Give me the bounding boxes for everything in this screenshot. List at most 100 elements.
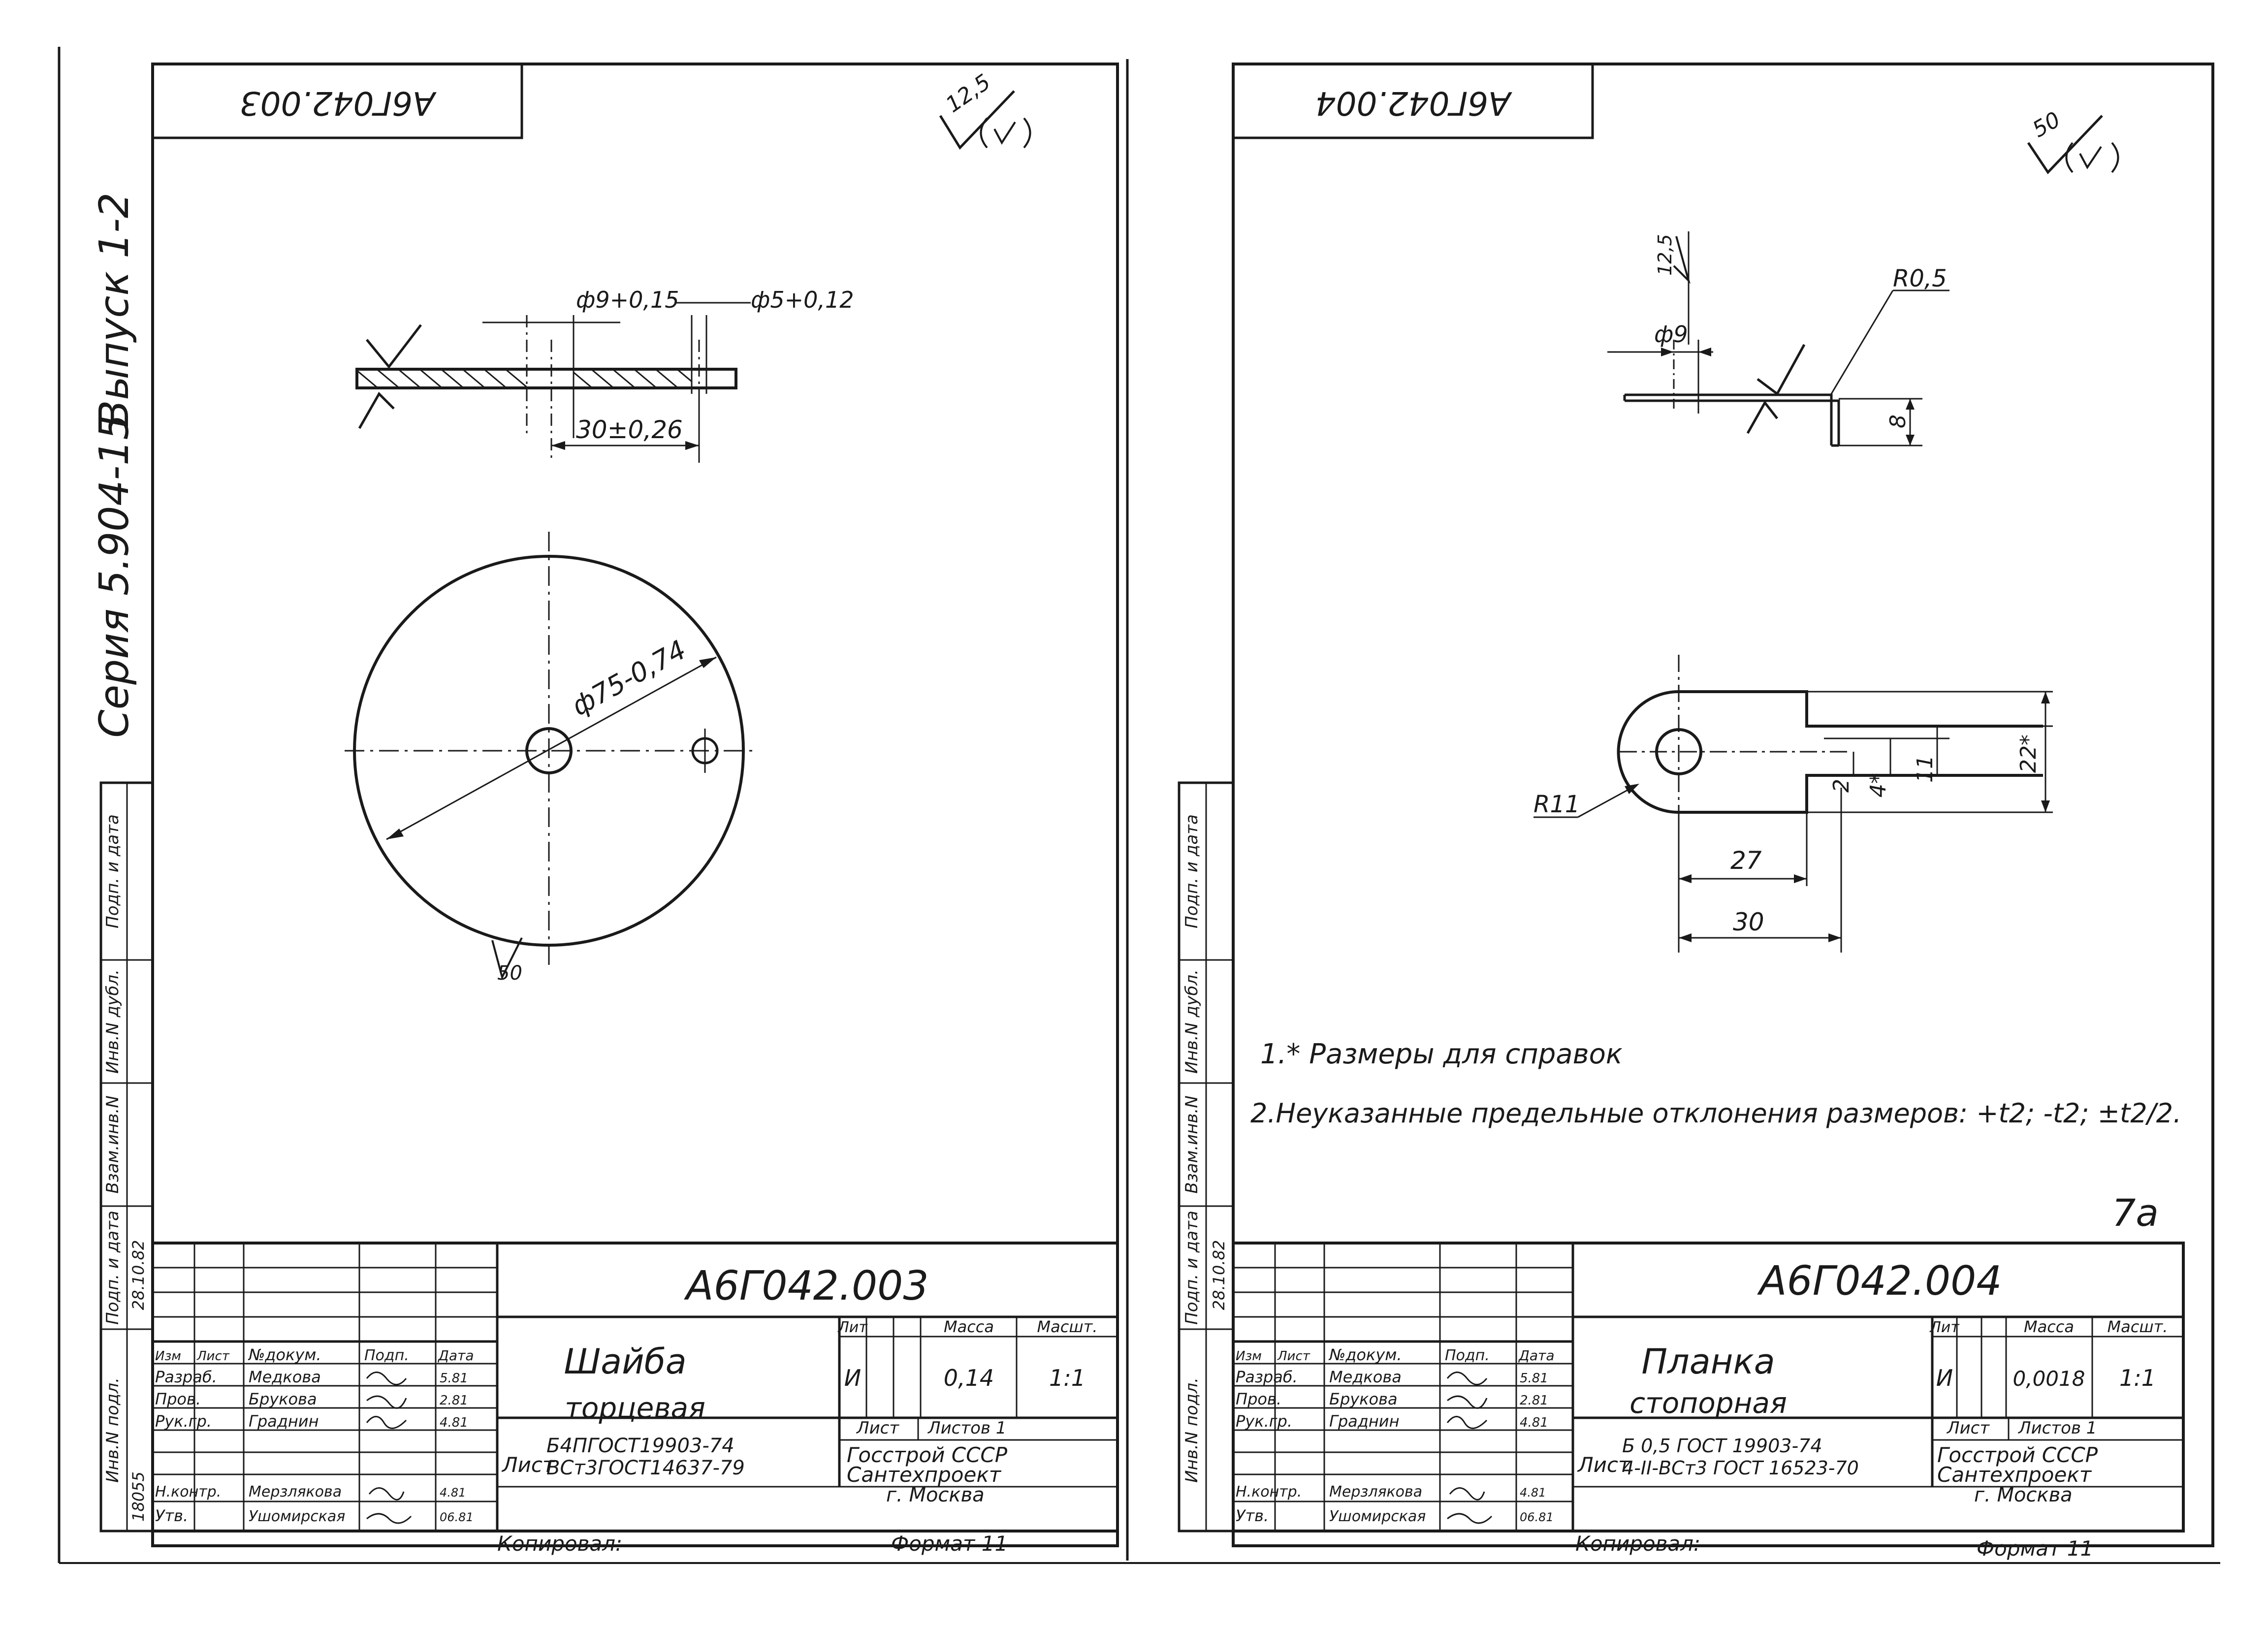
- left-role-3: Н.контр.: [155, 1483, 221, 1500]
- left-lit-value: И: [844, 1365, 861, 1391]
- right-side-label-1: Подп. и дата: [1182, 1211, 1202, 1325]
- dim-4: 4*: [1866, 773, 1891, 798]
- dim-22: 22*: [2016, 734, 2041, 773]
- right-org-line1: Госстрой СССР: [1937, 1443, 2098, 1467]
- left-part-name-line1: Шайба: [564, 1341, 686, 1382]
- right-signatures: [1446, 1372, 1493, 1524]
- dim-height: 8: [1885, 415, 1911, 428]
- right-corner-code-box: [1232, 63, 1594, 139]
- left-org-line3: г. Москва: [886, 1484, 985, 1506]
- left-role-1: Пров.: [155, 1390, 201, 1408]
- left-material-line1: Б4ПГОСТ19903-74: [546, 1435, 735, 1457]
- right-sheet-label: Лист: [1946, 1418, 1990, 1438]
- right-col-sign: Подп.: [1445, 1347, 1490, 1364]
- right-part-name-line1: Планка: [1641, 1341, 1775, 1382]
- left-part-name-line2: торцевая: [565, 1391, 705, 1425]
- left-col-izm: Изм: [155, 1349, 181, 1364]
- right-scale-header: Масшт.: [2108, 1317, 2168, 1336]
- left-date-4: 06.81: [440, 1510, 474, 1524]
- left-side-label-0: Инв.N подл.: [103, 1377, 123, 1483]
- left-format-label: Формат 11: [891, 1532, 1008, 1556]
- dim-offset: 30±0,26: [576, 415, 683, 444]
- right-side-value-0: 28.10.82: [1210, 1240, 1228, 1310]
- dim-bore: ф9+0,15: [576, 287, 679, 313]
- right-name-4: Ушомирская: [1329, 1508, 1426, 1525]
- left-stamp-code: А6Г042.003: [683, 1263, 928, 1309]
- dim-30: 30: [1733, 908, 1764, 936]
- left-signatures: [366, 1372, 412, 1524]
- left-material-line2: ВСт3ГОСТ14637-79: [546, 1457, 745, 1479]
- right-col-list: Лист: [1277, 1349, 1310, 1364]
- right-sheets-count: Листов 1: [2017, 1418, 2097, 1438]
- left-side-label-1: Подп. и дата: [103, 1211, 123, 1325]
- series-label: Серия 5.904-15: [91, 414, 138, 737]
- dim-hole: ф9: [1654, 321, 1688, 348]
- left-role-4: Утв.: [155, 1506, 188, 1525]
- right-col-izm: Изм: [1236, 1349, 1262, 1364]
- page-mark: 7а: [2112, 1191, 2159, 1235]
- left-col-date: Дата: [437, 1347, 474, 1364]
- left-date-1: 2.81: [440, 1393, 468, 1408]
- right-date-1: 2.81: [1520, 1393, 1548, 1408]
- right-date-3: 4.81: [1520, 1486, 1546, 1500]
- left-side-value-0: 18055: [129, 1471, 148, 1522]
- plank-side-view: ф9 12,5 R0,5 8: [1607, 231, 1949, 447]
- left-side-value-1: 28.10.82: [129, 1240, 148, 1310]
- left-mass-header: Масса: [944, 1317, 994, 1336]
- left-side-label-2: Взам.инв.N: [103, 1095, 123, 1193]
- right-role-0: Разраб.: [1236, 1368, 1298, 1386]
- dim-27: 27: [1730, 846, 1762, 875]
- right-role-3: Н.контр.: [1236, 1483, 1302, 1500]
- left-title-block: А6Г042.003 Шайба торцевая Лит Масса Масш…: [151, 1242, 1119, 1532]
- right-org-line3: г. Москва: [1974, 1484, 2073, 1506]
- right-role-1: Пров.: [1236, 1390, 1281, 1408]
- right-material-label: Лист: [1577, 1453, 1631, 1477]
- left-name-4: Ушомирская: [249, 1508, 345, 1525]
- left-date-3: 4.81: [440, 1486, 466, 1500]
- left-col-doc: №докум.: [248, 1345, 321, 1364]
- dim-pin-hole: ф5+0,12: [751, 287, 854, 313]
- dim-radius-big: R11: [1533, 791, 1580, 818]
- right-date-0: 5.81: [1520, 1371, 1548, 1386]
- left-date-2: 4.81: [440, 1415, 468, 1430]
- right-copied-label: Копировал:: [1575, 1532, 1700, 1556]
- left-sheet-label: Лист: [856, 1418, 899, 1438]
- right-mass-value: 0,0018: [2013, 1367, 2085, 1391]
- left-name-0: Медкова: [249, 1368, 321, 1386]
- plank-plan-view: R11 2 4* 11 22* 27 30: [1533, 655, 2053, 953]
- left-org-line1: Госстрой СССР: [847, 1443, 1008, 1467]
- right-col-date: Дата: [1518, 1347, 1555, 1364]
- right-side-label-3: Инв.N дубл.: [1182, 969, 1202, 1074]
- right-name-2: Граднин: [1329, 1412, 1400, 1431]
- right-side-label-2: Взам.инв.N: [1182, 1095, 1202, 1193]
- right-side-label-4: Подп. и дата: [1182, 814, 1202, 928]
- right-sheet: А6Г042.004 50 ф9 12,5 R0,5: [1178, 63, 2214, 1561]
- right-scale-value: 1:1: [2119, 1365, 2156, 1391]
- left-sheets-count: Листов 1: [927, 1418, 1006, 1438]
- washer-section-view: ф9+0,15 ф5+0,12 30±0,26: [355, 287, 854, 463]
- right-name-1: Брукова: [1329, 1390, 1398, 1408]
- right-corner-code: А6Г042.004: [1315, 84, 1513, 122]
- dim-radius-small: R0,5: [1893, 265, 1947, 292]
- left-org-line2: Сантехпроект: [847, 1463, 1002, 1487]
- dim-surface-finish: 50: [497, 962, 522, 985]
- left-side-label-3: Инв.N дубл.: [103, 969, 123, 1074]
- left-corner-code: А6Г042.003: [240, 84, 437, 122]
- left-col-sign: Подп.: [364, 1347, 409, 1364]
- left-copied-label: Копировал:: [497, 1532, 622, 1556]
- right-part-name-line2: стопорная: [1629, 1386, 1787, 1420]
- left-name-3: Мерзлякова: [249, 1483, 342, 1500]
- right-date-4: 06.81: [1520, 1510, 1554, 1524]
- left-scale-header: Масшт.: [1037, 1317, 1098, 1336]
- right-lit-value: И: [1936, 1365, 1953, 1391]
- right-date-2: 4.81: [1520, 1415, 1548, 1430]
- right-format-label: Формат 11: [1977, 1536, 2093, 1561]
- left-name-2: Граднин: [249, 1412, 319, 1431]
- right-lit-header: Лит: [1929, 1319, 1960, 1336]
- left-side-strip: Инв.N подл. Подп. и дата Взам.инв.N Инв.…: [99, 781, 154, 1532]
- right-name-3: Мерзлякова: [1329, 1483, 1422, 1500]
- note-1: 1.* Размеры для справок: [1260, 1038, 1623, 1070]
- right-mass-header: Масса: [2024, 1317, 2074, 1336]
- left-role-0: Разраб.: [155, 1368, 217, 1386]
